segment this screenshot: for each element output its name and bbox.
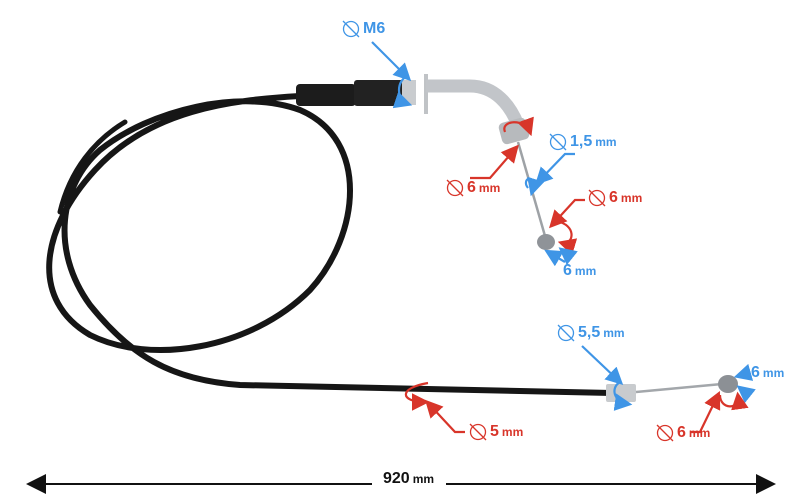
diameter-icon bbox=[342, 20, 360, 38]
cable-housing bbox=[46, 93, 615, 396]
thread-label: M6 bbox=[342, 20, 385, 38]
diameter-icon bbox=[557, 324, 575, 342]
diameter-icon bbox=[446, 179, 464, 197]
diameter-icon bbox=[469, 423, 487, 441]
diameter-icon bbox=[549, 133, 567, 151]
top-fitting bbox=[296, 74, 555, 250]
diameter-icon bbox=[656, 424, 674, 442]
diameter-icon bbox=[588, 189, 606, 207]
bottom-fitting bbox=[606, 375, 738, 402]
